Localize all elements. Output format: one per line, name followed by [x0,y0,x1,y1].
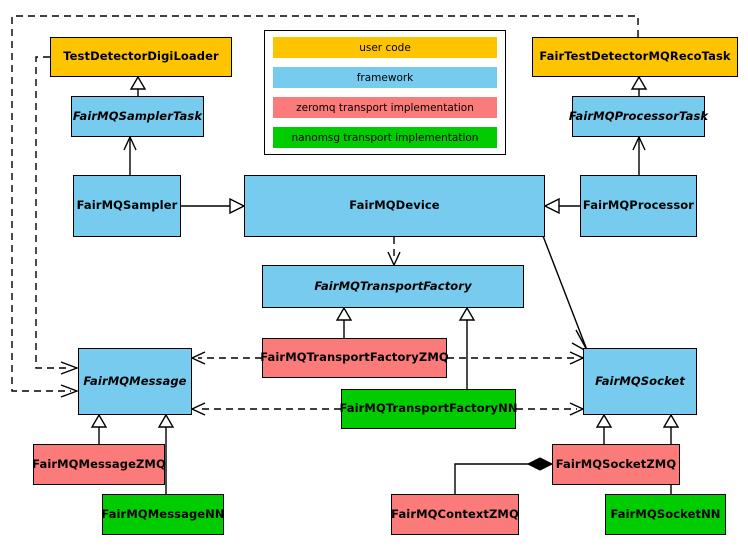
class-box-fairmq-processor[interactable]: FairMQProcessor [580,175,697,237]
edge-tfnn-to-tf [458,306,476,389]
edge-tfzmq-to-tf [335,306,353,338]
class-box-fairmq-message-zmq[interactable]: FairMQMessageZMQ [32,444,166,485]
class-label: FairMQMessageZMQ [32,456,166,471]
edge-processortask-to-recotask [630,75,648,96]
edge-digiloader-to-message [35,56,79,375]
class-label: FairMQTransportFactory [314,278,472,293]
class-label: FairTestDetectorMQRecoTask [539,49,731,64]
class-box-fairmq-transport-factory-zmq[interactable]: FairMQTransportFactoryZMQ [260,338,449,378]
class-label: FairMQTransportFactoryZMQ [260,350,449,365]
legend-label-zeromq: zeromq transport implementation [296,101,474,114]
class-label: FairMQMessageNN [101,506,225,521]
edge-device-to-socket [542,235,590,354]
class-box-fairmq-context-zmq[interactable]: FairMQContextZMQ [391,494,519,535]
class-label: FairMQSocketZMQ [555,456,677,471]
class-label: FairMQProcessor [582,198,695,213]
edge-tfnn-to-socket [516,402,585,416]
edge-socketzmq-to-socket [595,413,613,444]
edge-processor-to-device [543,197,580,215]
class-box-fairmq-sampler-task[interactable]: FairMQSamplerTask [71,96,204,137]
class-box-test-detector-digi-loader[interactable]: TestDetectorDigiLoader [50,37,232,77]
edge-device-to-transportfactory [387,237,401,267]
edge-processor-to-processortask [632,135,646,175]
legend-panel: user code framework zeromq transport imp… [264,30,506,155]
class-box-fairmq-message[interactable]: FairMQMessage [78,348,192,415]
class-box-fairmq-message-nn[interactable]: FairMQMessageNN [101,494,225,535]
edge-messagezmq-to-message [90,413,108,444]
class-box-fairmq-socket-zmq[interactable]: FairMQSocketZMQ [552,444,680,485]
class-box-fairmq-processor-task[interactable]: FairMQProcessorTask [568,96,709,137]
class-box-fairmq-sampler[interactable]: FairMQSampler [73,175,181,237]
class-label: FairMQContextZMQ [391,506,519,521]
class-label: FairMQTransportFactoryNN [339,401,518,416]
class-label: FairMQSamplerTask [72,108,203,123]
edge-samplertask-to-digiloader [129,75,147,96]
legend-label-nanomsg: nanomsg transport implementation [291,131,479,144]
legend-item-zeromq: zeromq transport implementation [273,97,497,118]
class-box-fairmq-socket[interactable]: FairMQSocket [583,348,697,415]
edge-tfzmq-to-message [190,351,262,365]
edge-tfnn-to-message [190,402,341,416]
class-box-fair-test-detector-mq-reco-task[interactable]: FairTestDetectorMQRecoTask [532,37,738,77]
class-label: TestDetectorDigiLoader [63,49,219,64]
legend-item-nanomsg: nanomsg transport implementation [273,127,497,148]
class-label: FairMQDevice [349,198,440,213]
legend-item-user-code: user code [273,37,497,58]
edge-sampler-to-samplertask [123,135,137,175]
edge-recotask-to-message [11,15,639,398]
legend-label-framework: framework [356,71,414,84]
class-label: FairMQSampler [76,198,178,213]
class-label: FairMQMessage [83,373,187,388]
class-box-fairmq-device[interactable]: FairMQDevice [244,175,545,237]
legend-label-user-code: user code [359,41,411,54]
class-box-fairmq-transport-factory-nn[interactable]: FairMQTransportFactoryNN [339,389,518,429]
class-label: FairMQSocket [595,373,685,388]
edge-contextzmq-to-socketzmq [454,457,554,494]
class-label: FairMQSocketNN [610,506,721,521]
class-label: FairMQProcessorTask [568,108,709,123]
class-box-fairmq-transport-factory[interactable]: FairMQTransportFactory [262,265,524,308]
edge-messagenn-to-message [157,413,175,494]
legend-item-framework: framework [273,67,497,88]
class-box-fairmq-socket-nn[interactable]: FairMQSocketNN [605,494,726,535]
